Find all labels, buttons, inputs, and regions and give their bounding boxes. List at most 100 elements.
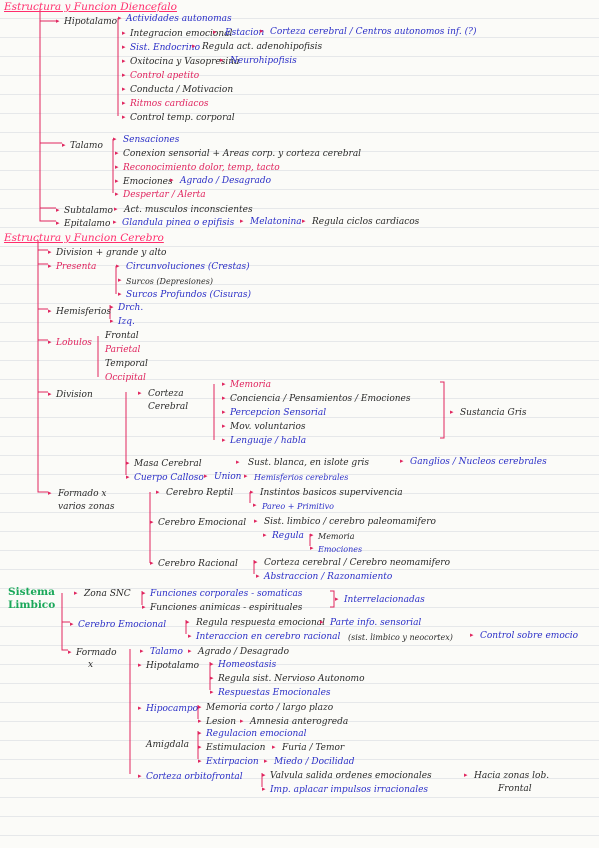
arrow-icon: ▸ <box>310 530 314 539</box>
arrow-icon: ▸ <box>56 218 60 227</box>
note-text-n47: Lenguaje / habla <box>230 436 307 446</box>
note-text-n71: Interrelacionadas <box>344 595 425 605</box>
note-text-n44: Conciencia / Pensamientos / Emociones <box>230 394 411 404</box>
note-text-n8: Oxitocina y Vasopresina <box>130 57 240 67</box>
arrow-icon: ▸ <box>122 56 126 65</box>
note-text-h3b: Limbico <box>8 599 56 611</box>
arrow-icon: ▸ <box>116 261 120 270</box>
note-text-n52: Cuerpo Calloso <box>134 473 204 483</box>
arrow-icon: ▸ <box>110 302 114 311</box>
arrow-icon: ▸ <box>262 770 266 779</box>
note-text-n69: Funciones corporales - somaticas <box>150 589 303 599</box>
note-text-n45: Percepcion Sensorial <box>230 408 327 418</box>
note-text-n34: Izq. <box>118 317 135 327</box>
arrow-icon: ▸ <box>122 28 126 37</box>
note-text-n1: Hipotalamo <box>64 17 118 27</box>
note-text-n36: Frontal <box>105 331 139 341</box>
note-text-n10: Control apetito <box>130 71 200 81</box>
note-text-n72: Cerebro Emocional <box>78 620 167 630</box>
arrow-icon: ▸ <box>68 647 72 656</box>
note-text-n66: Corteza cerebral / Cerebro neomamifero <box>264 558 450 568</box>
arrow-icon: ▸ <box>264 756 268 765</box>
connector <box>37 240 48 493</box>
note-text-n22: Act. musculos inconscientes <box>124 205 253 215</box>
note-text-n68: Zona SNC <box>84 589 131 599</box>
note-text-n11: Conducta / Motivacion <box>130 85 234 95</box>
note-text-n64: Emociones <box>318 545 363 554</box>
note-text-n20: Despertar / Alerta <box>123 190 206 200</box>
note-text-n50: Sust. blanca, en islote gris <box>248 458 369 468</box>
note-text-n27: Division + grande y alto <box>56 248 167 258</box>
note-text-n41: Corteza <box>148 389 184 399</box>
arrow-icon: ▸ <box>302 216 306 225</box>
arrow-icon: ▸ <box>254 516 258 525</box>
note-text-n59: Pareo + Primitivo <box>262 502 334 511</box>
note-text-n91: Regulacion emocional <box>206 729 307 739</box>
note-text-n81: Agrado / Desagrado <box>198 647 289 657</box>
arrow-icon: ▸ <box>335 594 339 603</box>
note-text-n31: Surcos Profundos (Cisuras) <box>126 290 252 300</box>
note-text-n94: Extirpacion <box>206 757 259 767</box>
arrow-icon: ▸ <box>210 659 214 668</box>
arrow-icon: ▸ <box>122 70 126 79</box>
arrow-icon: ▸ <box>186 617 190 626</box>
note-text-n93: Furia / Temor <box>282 743 345 753</box>
note-text-n58: Instintos basicos supervivencia <box>260 488 403 498</box>
note-text-n57: Cerebro Reptil <box>166 488 234 498</box>
note-text-n63: Memoria <box>318 532 355 541</box>
note-text-n77: Control sobre emocio <box>480 631 579 641</box>
note-text-n14: Talamo <box>70 141 103 151</box>
arrow-icon: ▸ <box>198 702 202 711</box>
bracket <box>440 381 445 439</box>
arrow-icon: ▸ <box>253 500 257 509</box>
arrow-icon: ▸ <box>126 458 130 467</box>
note-text-n61: Sist. limbico / cerebro paleomamifero <box>264 517 436 527</box>
note-text-n51: Ganglios / Nucleos cerebrales <box>410 457 547 467</box>
note-text-n24: Glandula pinea o epifisis <box>122 218 235 228</box>
arrow-icon: ▸ <box>198 716 202 725</box>
note-text-n73: Regula respuesta emocional <box>196 618 326 628</box>
note-text-n35: Lobulos <box>56 338 92 348</box>
note-text-n43: Memoria <box>230 380 272 390</box>
arrow-icon: ▸ <box>115 162 119 171</box>
note-text-n32: Hemisferios <box>56 307 112 317</box>
note-text-n70: Funciones animicas - espirituales <box>150 603 303 613</box>
arrow-icon: ▸ <box>222 407 226 416</box>
note-text-n23: Epitalamo <box>64 219 111 229</box>
arrow-icon: ▸ <box>244 471 248 480</box>
note-text-n40: Division <box>56 390 93 400</box>
note-text-n46: Mov. voluntarios <box>230 422 306 432</box>
arrow-icon: ▸ <box>263 530 267 539</box>
arrow-icon: ▸ <box>198 742 202 751</box>
note-text-n80: Talamo <box>150 647 183 657</box>
arrow-icon: ▸ <box>138 771 142 780</box>
note-text-n100: Imp. aplacar impulsos irracionales <box>270 785 429 795</box>
arrow-icon: ▸ <box>188 631 192 640</box>
note-text-n84: Regula sist. Nervioso Autonomo <box>218 674 365 684</box>
arrow-icon: ▸ <box>213 27 217 36</box>
note-text-n28: Presenta <box>56 262 97 272</box>
note-text-h1: Estructura y Funcion Diencefalo <box>4 1 177 13</box>
arrow-icon: ▸ <box>464 770 468 779</box>
note-text-n3: Integracion emocional <box>130 29 233 39</box>
note-text-n67: Abstraccion / Razonamiento <box>264 572 393 582</box>
arrow-icon: ▸ <box>222 393 226 402</box>
note-text-n5: Corteza cerebral / Centros autonomos inf… <box>270 27 477 37</box>
note-text-n95: Miedo / Docilidad <box>274 757 355 767</box>
note-text-n88: Lesion <box>206 717 237 727</box>
note-text-n19: Agrado / Desagrado <box>180 176 271 186</box>
note-text-n89: Amnesia anterogreda <box>250 717 349 727</box>
note-text-n85: Respuestas Emocionales <box>218 688 331 698</box>
note-text-n13: Control temp. corporal <box>130 113 235 123</box>
note-text-n99: Frontal <box>498 784 532 794</box>
note-text-n38: Temporal <box>105 359 148 369</box>
arrow-icon: ▸ <box>48 488 52 497</box>
note-text-n54: Hemisferios cerebrales <box>254 473 349 482</box>
arrow-icon: ▸ <box>138 660 142 669</box>
note-text-n30: Surcos (Depresiones) <box>126 277 213 286</box>
arrow-icon: ▸ <box>56 205 60 214</box>
note-text-n17: Reconocimiento dolor, temp, tacto <box>123 163 280 173</box>
arrow-icon: ▸ <box>122 42 126 51</box>
arrow-icon: ▸ <box>122 84 126 93</box>
